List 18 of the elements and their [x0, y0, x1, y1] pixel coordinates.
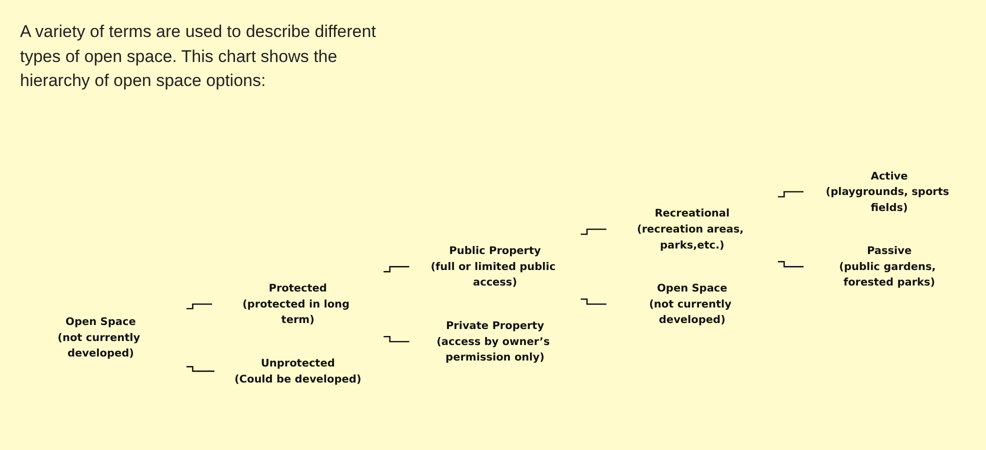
- node-text: Public Property (full or limited public access): [430, 244, 556, 288]
- connector: [778, 191, 804, 198]
- node-text: Open Space (not currently developed): [58, 315, 140, 360]
- node-text: Recreational (recreation areas, parks,etc.): [637, 206, 744, 251]
- node-text: Active (playgrounds, sports fields): [826, 169, 950, 214]
- connector: [778, 261, 804, 268]
- node-text: Open Space (not currently developed): [649, 282, 732, 326]
- node-text: Unprotected (Could be developed): [234, 356, 362, 385]
- connector: [186, 366, 215, 372]
- connector: [186, 303, 212, 310]
- connector: [580, 298, 607, 305]
- connector: [580, 228, 607, 235]
- node-text: Passive (public gardens, forested parks): [839, 244, 936, 288]
- node-text: Private Property (access by owner’s permission only): [436, 319, 550, 364]
- node-text: Protected (protected in long term): [242, 282, 350, 326]
- connector: [383, 266, 410, 272]
- intro-paragraph: A variety of terms are used to describe different types of open space. This chart shows the hierarchy of open space options:: [20, 21, 377, 92]
- connector: [383, 336, 410, 342]
